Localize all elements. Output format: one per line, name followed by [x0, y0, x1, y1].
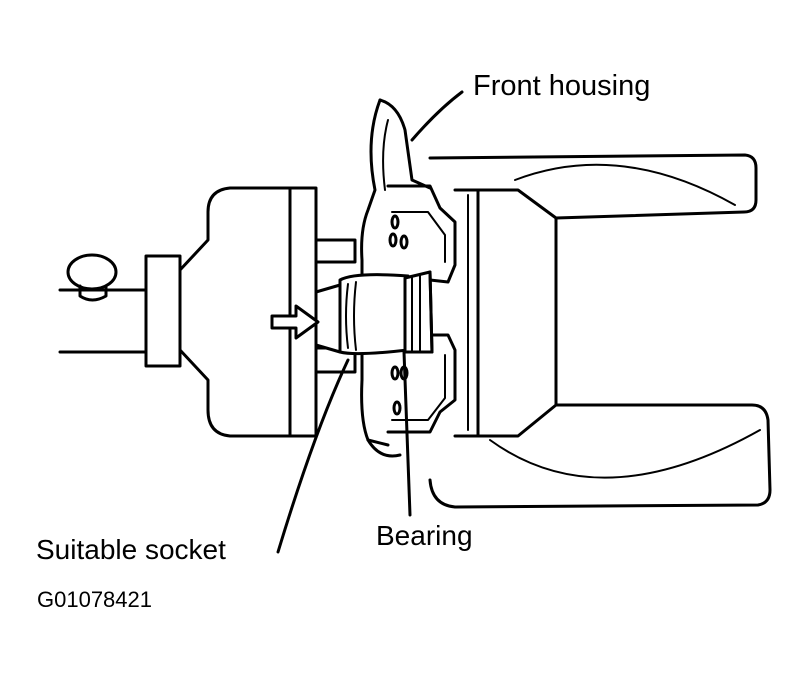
lower-arm-contour [489, 429, 761, 479]
bolt-hole [399, 234, 409, 250]
upper-retainer-inner [391, 211, 446, 263]
lower-yoke-arm [428, 403, 772, 509]
upper-arm-contour [514, 163, 736, 206]
upper-yoke-arm [428, 153, 758, 220]
socket-neck [314, 283, 342, 354]
bearing-body [403, 270, 434, 354]
flange-edge-line [382, 119, 389, 191]
figure-code: G01078421 [37, 587, 152, 612]
tool-collar [144, 254, 182, 368]
socket-contour [345, 283, 349, 349]
adjusting-knob [66, 253, 118, 291]
socket-contour [353, 281, 357, 351]
flange-top [378, 98, 432, 190]
bolt-hole [392, 400, 402, 416]
push-arrow-icon [270, 304, 320, 340]
socket-body [338, 273, 410, 356]
bearing [403, 270, 434, 354]
front-housing-label: Front housing [473, 70, 651, 102]
front-housing [428, 153, 772, 509]
bolt-hole [390, 214, 400, 230]
housing-body [453, 188, 558, 438]
installer-tool [58, 186, 357, 438]
bolt-hole [388, 232, 398, 248]
suitable-socket [314, 273, 410, 356]
bearing-retainer [386, 184, 457, 434]
leader-suitable-socket [276, 358, 350, 554]
tool-spindle-upper [314, 238, 357, 264]
upper-retainer [386, 184, 457, 284]
leader-bearing [402, 350, 412, 517]
bearing-edge [428, 270, 434, 354]
bearing-label: Bearing [376, 520, 473, 551]
leader-front-housing [410, 90, 464, 142]
bolt-hole [390, 365, 400, 381]
flange-bottom [366, 438, 390, 447]
tool-housing [178, 186, 292, 438]
suitable-socket-label: Suitable socket [36, 534, 226, 565]
knob-stem [78, 284, 108, 302]
flange-outline [360, 98, 402, 458]
lower-retainer-inner [391, 354, 446, 421]
lower-retainer [386, 333, 457, 434]
